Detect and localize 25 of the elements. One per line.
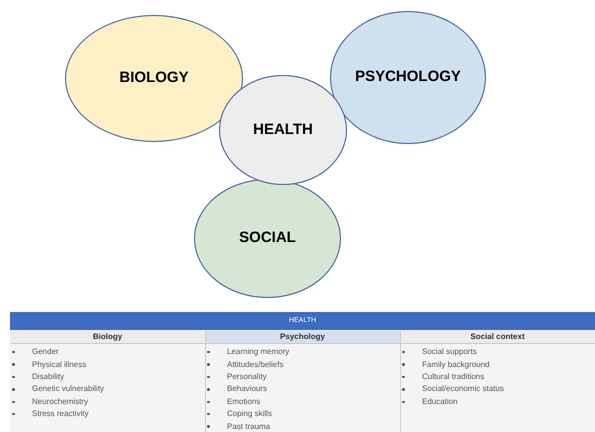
list-item: Emotions — [227, 396, 260, 408]
list-item: Physical illness — [32, 358, 86, 371]
column-heading: Social context — [470, 331, 525, 343]
list-item: Genetic vulnerability — [32, 383, 104, 396]
node-label: HEALTH — [253, 120, 313, 140]
list-item: Social/economic status — [422, 383, 504, 396]
list-item: Disability — [32, 370, 64, 383]
column-heading: Biology — [92, 331, 122, 343]
list-item: Neurochemistry — [32, 396, 88, 408]
node-label: BIOLOGY — [119, 68, 189, 88]
node-label: PSYCHOLOGY — [355, 67, 461, 88]
list-item: Social supports — [422, 346, 477, 358]
list-item: Personality — [227, 370, 267, 383]
list-item: Past trauma — [227, 420, 270, 432]
column-heading: Psychology — [280, 331, 325, 343]
list-item: Gender — [32, 346, 59, 358]
list-item: Learning memory — [227, 346, 290, 358]
list-item: Behaviours — [227, 383, 268, 396]
list-item: Family background — [422, 358, 490, 371]
list-item: Cultural traditions — [422, 370, 484, 383]
list-item: Attitudes/beliefs — [227, 358, 284, 371]
list-item: Coping skills — [227, 408, 272, 420]
list-item: Stress reactivity — [32, 408, 88, 420]
node-label: SOCIAL — [239, 228, 296, 248]
list-item: Education — [422, 396, 458, 408]
